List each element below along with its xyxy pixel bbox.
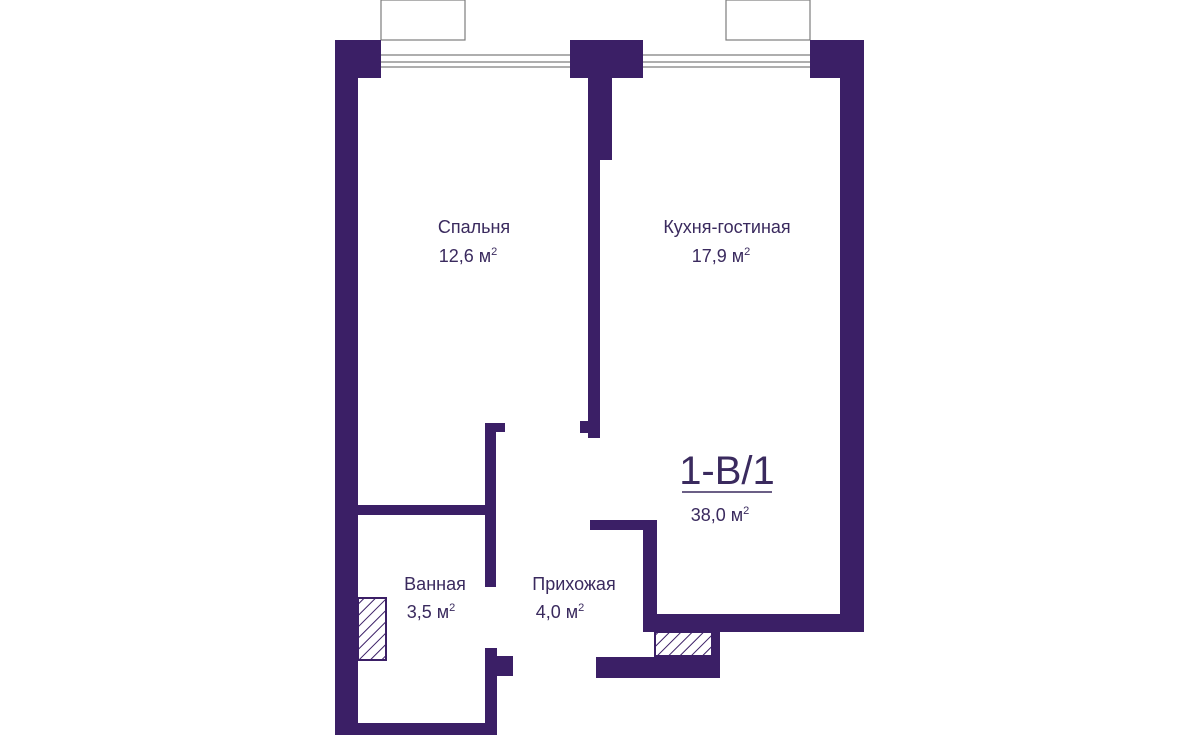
balcony-left: [380, 0, 570, 68]
wall-bath-top: [358, 505, 490, 515]
bedroom-area-power: 2: [491, 246, 497, 258]
wall-middle-partition: [588, 78, 612, 438]
bedroom-area: 12,6 м2: [439, 246, 498, 266]
wall-bath-right: [485, 423, 496, 587]
kitchen-area-value: 17,9 м: [692, 246, 744, 266]
unit-total-area-value: 38,0 м: [691, 505, 743, 525]
wall-outer-left: [335, 40, 358, 735]
wall-entry-bottom: [596, 657, 720, 678]
unit-total-area: 38,0 м2: [691, 505, 750, 525]
hallway-area: 4,0 м2: [536, 602, 585, 622]
shaft-kitchen: [654, 631, 713, 657]
shaft-bathroom: [357, 597, 387, 661]
bedroom-name: Спальня: [438, 217, 510, 237]
hallway-name: Прихожая: [532, 574, 615, 594]
kitchen-area-power: 2: [744, 246, 750, 258]
wall-bath-lower-cap: [485, 656, 513, 676]
wall-kitchen-ledge: [712, 614, 720, 678]
kitchen-area: 17,9 м2: [692, 246, 751, 266]
wall-kitchen-stub: [590, 520, 657, 530]
bathroom-name: Ванная: [404, 574, 466, 594]
bedroom-area-value: 12,6 м: [439, 246, 491, 266]
hallway-area-value: 4,0 м: [536, 602, 578, 622]
wall-kitchen-lower-left: [643, 530, 657, 632]
balcony-right: [643, 0, 811, 68]
wall-bath-right-cap: [485, 423, 505, 432]
unit-code: 1-B/1: [679, 449, 775, 493]
unit-total-area-power: 2: [743, 505, 749, 517]
wall-kitchen-bottom: [655, 614, 864, 632]
bathroom-area-value: 3,5 м: [407, 602, 449, 622]
wall-outer-bottom: [335, 723, 497, 735]
bathroom-area: 3,5 м2: [407, 602, 456, 622]
kitchen-name: Кухня-гостиная: [663, 217, 790, 237]
hallway-area-power: 2: [578, 602, 584, 614]
wall-middle-stub: [580, 421, 594, 433]
wall-pillar-top-left: [335, 40, 381, 78]
bathroom-area-power: 2: [449, 602, 455, 614]
walls: [335, 40, 864, 735]
wall-pillar-top-middle: [570, 40, 643, 78]
wall-outer-right: [840, 40, 864, 632]
